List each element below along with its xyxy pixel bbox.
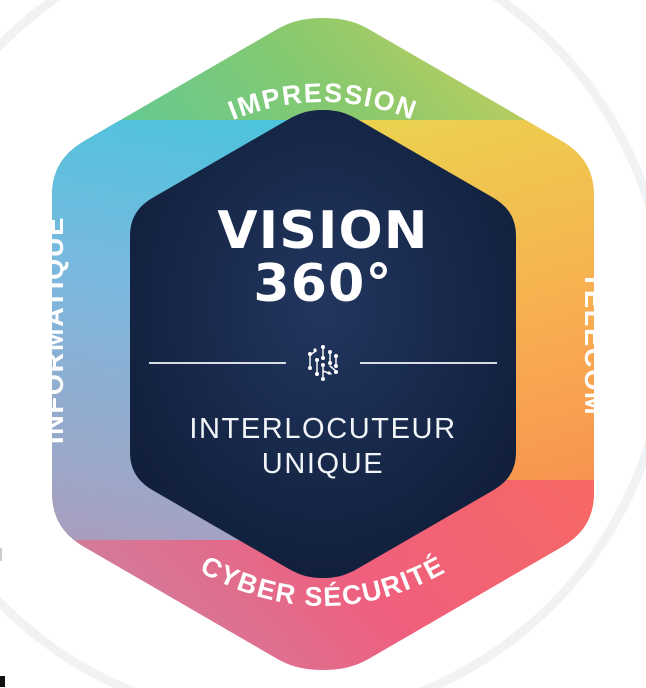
- edge-artifact-left: [0, 548, 2, 561]
- ring-label-telecom: TÉLÉCOM: [579, 272, 610, 417]
- edge-artifact-corner: [0, 676, 5, 687]
- ring-label-informatique: INFORMATIQUE: [39, 216, 69, 444]
- inner-hexagon: [130, 110, 516, 578]
